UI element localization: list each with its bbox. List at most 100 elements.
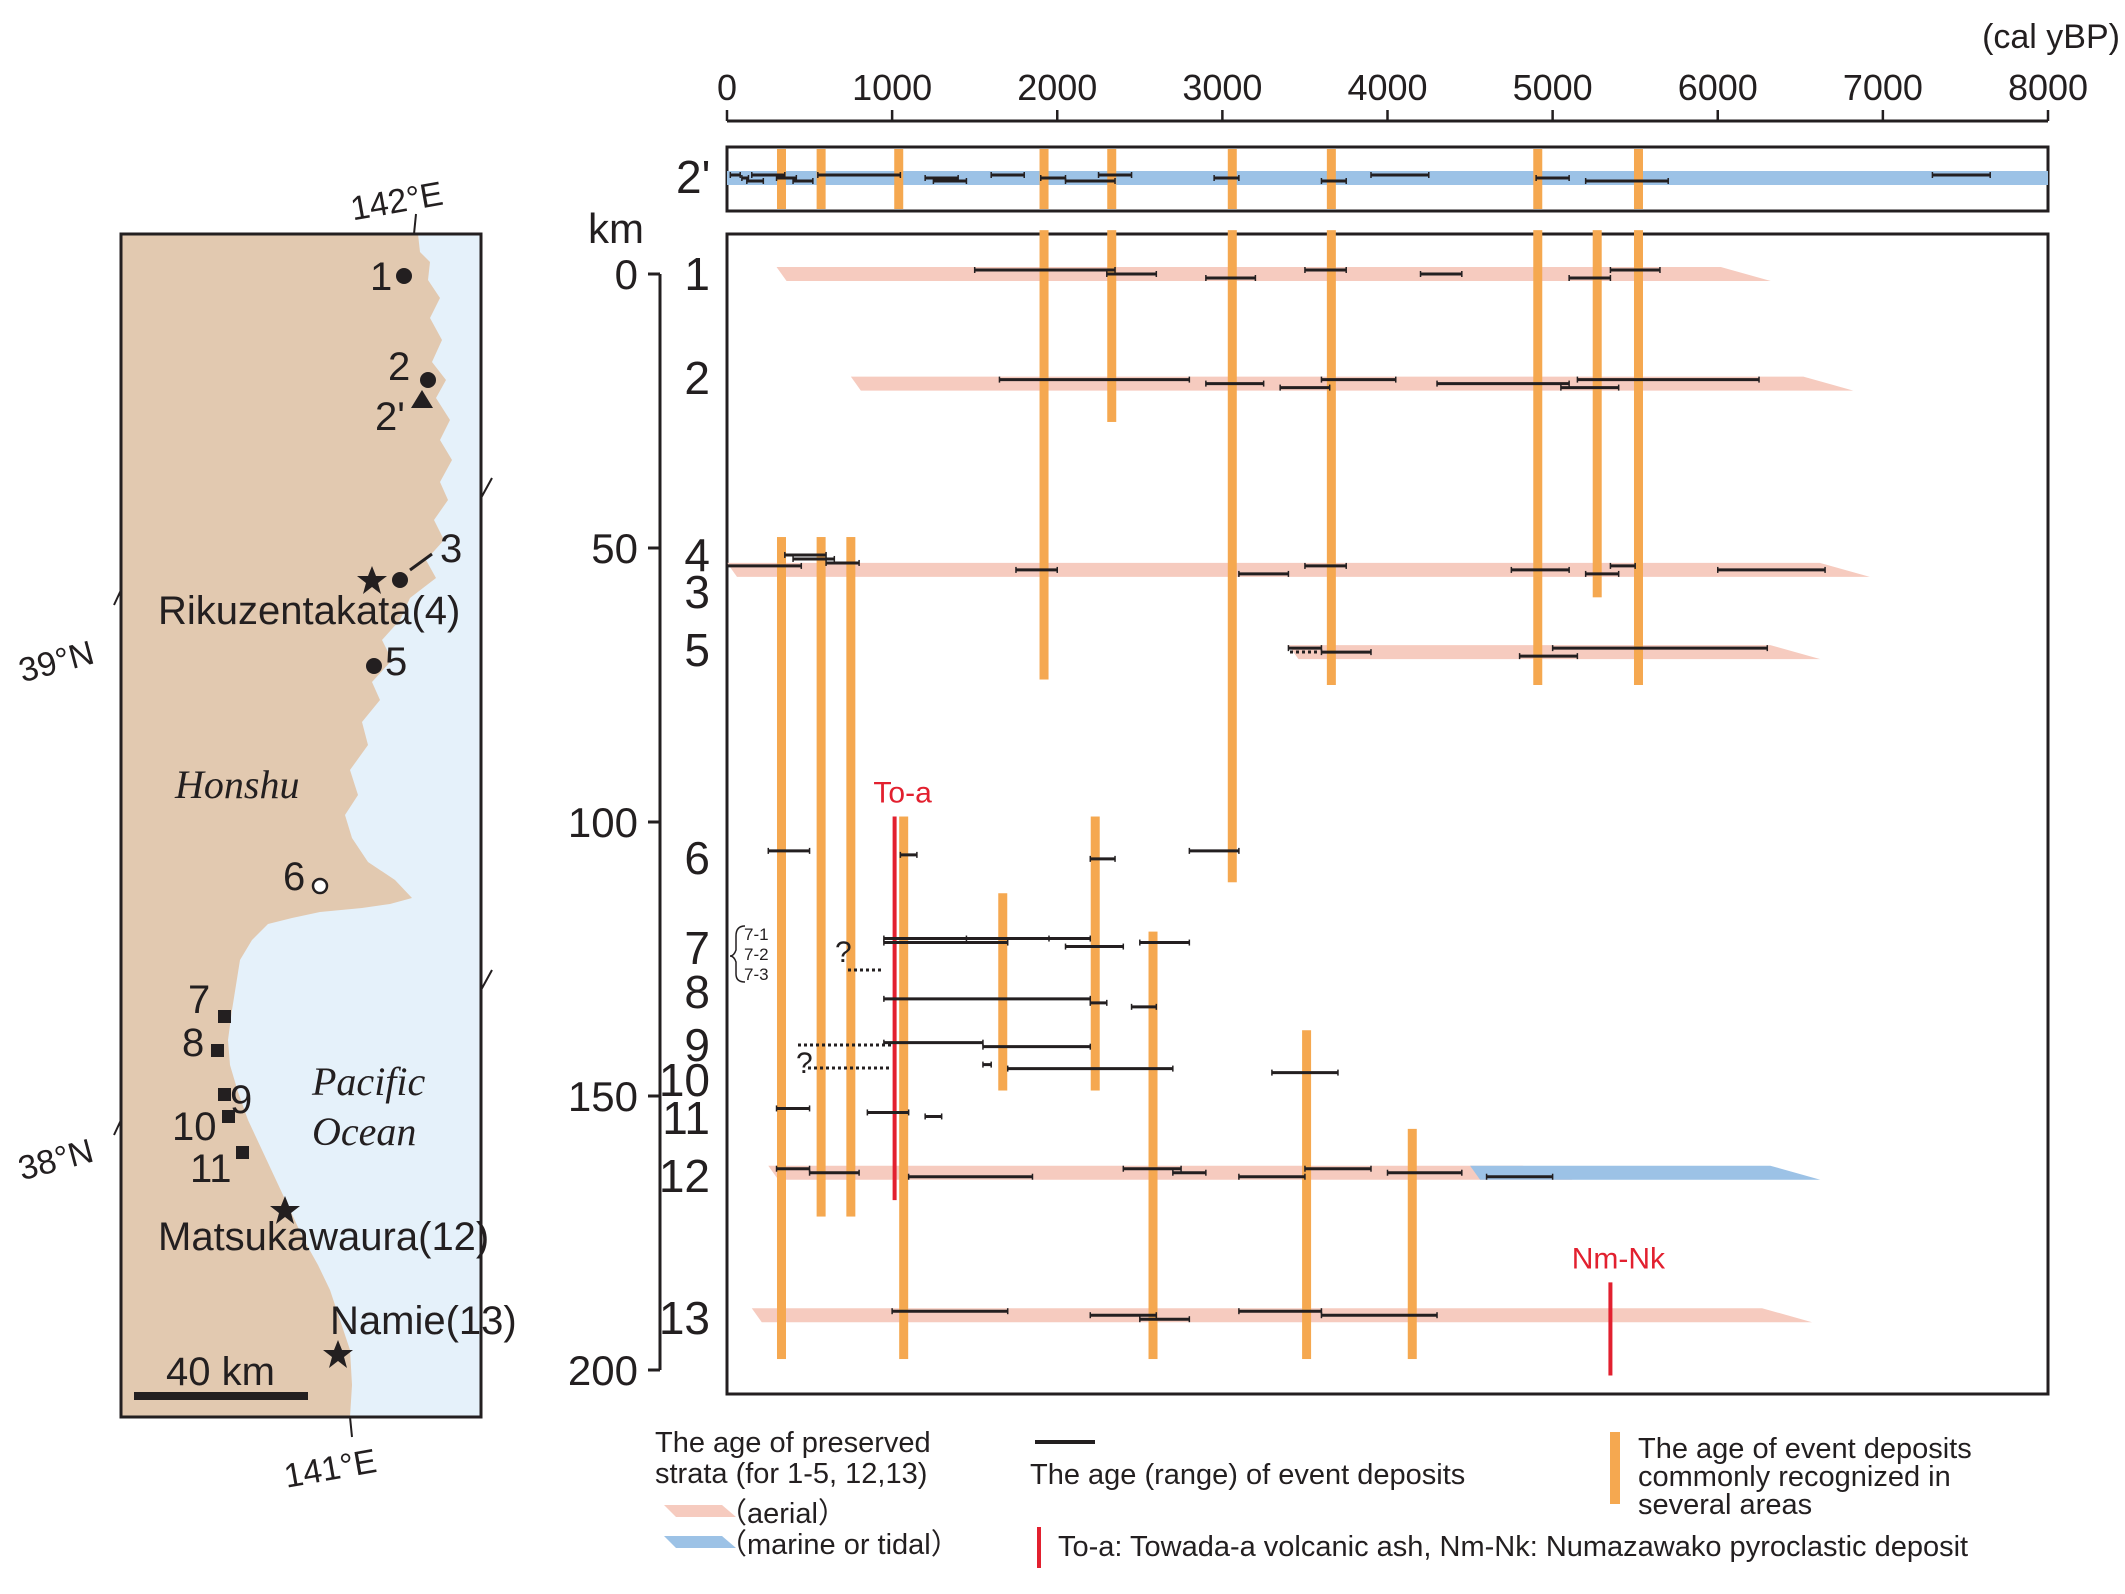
site-9-event-1	[982, 1043, 1092, 1050]
map-site-4-label: Rikuzentakata(4)	[158, 589, 460, 633]
legend-common-label-3: several areas	[1638, 1489, 1812, 1521]
site-12-event-6	[1304, 1165, 1372, 1172]
x-tick-label-0: 0	[717, 67, 737, 108]
site-label-4: 4	[684, 529, 710, 581]
x-tick-label-2000: 2000	[1017, 67, 1097, 108]
site-1-event-4	[1419, 271, 1463, 277]
y-tick-label-150: 150	[568, 1073, 638, 1120]
common-event-14	[1592, 230, 1602, 598]
y-tick-label-200: 200	[568, 1347, 638, 1394]
site-2-event-4	[1436, 380, 1570, 387]
site-11-event-2	[924, 1113, 943, 1120]
y-tick-label-0: 0	[615, 251, 638, 298]
x-tick-label-4000: 4000	[1347, 67, 1427, 108]
top-panel-common-event-6	[1326, 149, 1336, 209]
common-event-1	[816, 537, 826, 1217]
question-mark-10: ?	[796, 1047, 813, 1080]
legend-common-swatch	[1610, 1432, 1620, 1504]
site-2-event-6	[1576, 376, 1760, 383]
lon-tick-141	[349, 1416, 353, 1438]
site-2-event-2	[1279, 384, 1331, 391]
map-site-2-label: 2	[388, 345, 410, 389]
scale-bar	[134, 1392, 308, 1400]
site-5-event-2	[1518, 653, 1579, 660]
x-tick-label-7000: 7000	[1843, 67, 1923, 108]
site-3-event-5	[1584, 570, 1620, 577]
lon-label-141: 141°E	[281, 1442, 379, 1496]
site-7-event-4	[1139, 939, 1191, 946]
site-6-event-3	[1188, 847, 1240, 854]
map-site-9-marker	[218, 1088, 231, 1101]
site-label-6: 6	[684, 832, 710, 884]
lat-label-39: 39°N	[15, 634, 98, 690]
site-7-event-3	[883, 935, 1092, 942]
lat-tick-38-right	[480, 969, 493, 991]
site-label-5: 5	[684, 624, 710, 676]
map-site-5-marker	[366, 658, 382, 674]
top-panel-event-17	[1584, 178, 1669, 184]
common-event-11	[1326, 230, 1336, 685]
map-land-honshu	[121, 234, 452, 1417]
site-10-event-2	[1271, 1069, 1339, 1076]
site-4-event-2	[825, 559, 860, 566]
x-tick-label-5000: 5000	[1513, 67, 1593, 108]
top-panel-marine-strata	[727, 171, 2048, 185]
top-panel-event-14	[1320, 178, 1347, 184]
site-label-7: 7	[684, 922, 710, 974]
site-11-event-1	[866, 1109, 910, 1116]
site-10-event-1	[1006, 1065, 1174, 1072]
legend-common-label-1: The age of event deposits	[1638, 1433, 1972, 1465]
map-site-6-label: 6	[283, 855, 305, 899]
common-event-2	[846, 537, 856, 1217]
legend: The age of preserved strata (for 1-5, 12…	[655, 1427, 1972, 1568]
common-event-15	[1633, 230, 1643, 685]
x-tick-label-1000: 1000	[852, 67, 932, 108]
tephra-label-0: To-a	[873, 777, 932, 810]
site-4-event-1	[792, 555, 836, 562]
top-panel-event-12	[1097, 172, 1133, 178]
top-panel-event-16	[1535, 175, 1570, 181]
map-site-12-marker	[270, 1196, 300, 1224]
site-1-event-1	[1106, 271, 1158, 277]
site-11-event-0	[775, 1105, 811, 1112]
site-3-event-3	[1304, 562, 1347, 569]
site-7-sub-label-3: 7-3	[744, 965, 769, 984]
map-site-1-marker	[396, 268, 412, 284]
site-label-2: 2	[684, 352, 710, 404]
site-12-event-2	[907, 1173, 1034, 1180]
map-site-6-marker	[311, 877, 329, 895]
site-7-sub-label-2: 7-2	[744, 945, 769, 964]
site-label-1: 1	[684, 248, 710, 300]
top-panel-site-label: 2'	[676, 151, 710, 203]
tephra-label-1: Nm-Nk	[1572, 1242, 1666, 1275]
site-13-event-0	[891, 1308, 1009, 1315]
map-site-5-label: 5	[385, 640, 407, 684]
common-events	[776, 230, 1643, 1360]
top-panel-marks	[727, 149, 2048, 209]
location-map: 142°E 141°E 39°N 38°N Honshu Pacific Oce…	[14, 175, 516, 1496]
site-12-event-1	[808, 1169, 860, 1176]
map-site-3-marker	[392, 572, 408, 588]
site-13-aerial-strata	[751, 1308, 1813, 1323]
y-axis-label: km	[588, 205, 644, 252]
top-panel-event-18	[1931, 172, 1991, 178]
site-3-event-7	[1717, 566, 1826, 573]
site-13-event-4	[1320, 1312, 1438, 1319]
top-panel-common-event-2	[894, 149, 904, 209]
map-site-12-label: Matsukawaura(12)	[158, 1215, 489, 1259]
site-label-11: 11	[662, 1092, 710, 1144]
legend-marine-label: （marine or tidal）	[718, 1529, 960, 1561]
top-panel-event-5	[792, 178, 814, 184]
common-event-6	[1090, 816, 1100, 1091]
map-site-3-leader	[409, 552, 433, 572]
legend-aerial-label: （aerial）	[718, 1498, 847, 1530]
map-site-9-label: 9	[230, 1078, 252, 1122]
common-event-4	[998, 893, 1008, 1091]
site-7-sub-label-1: 7-1	[744, 925, 769, 944]
lat-tick-39-left	[113, 589, 122, 606]
site-1-event-0	[973, 267, 1116, 273]
top-panel-event-15	[1370, 172, 1430, 178]
site-label-8: 8	[684, 966, 710, 1018]
map-site-8-marker	[211, 1044, 224, 1057]
